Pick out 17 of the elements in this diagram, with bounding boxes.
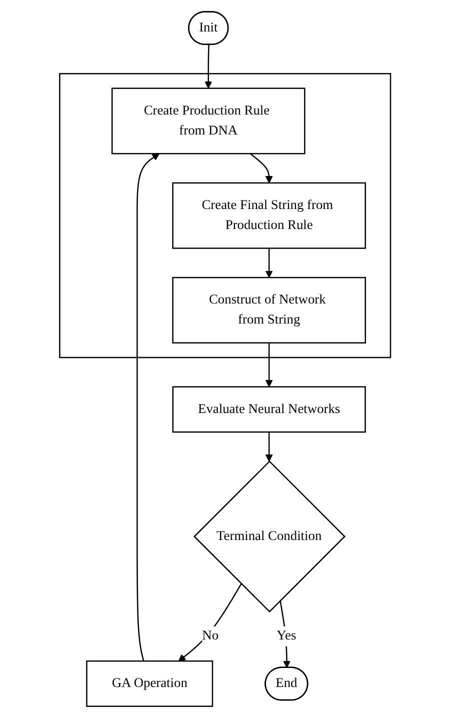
- edge-label: No: [202, 628, 218, 644]
- arrow: [265, 342, 273, 388]
- edge-label: Yes: [276, 628, 296, 644]
- arrow: [250, 153, 273, 184]
- cluster: [58, 73, 392, 358]
- node-box: Create Final String from Production Rule: [172, 182, 366, 249]
- node-diamond: Terminal Condition: [193, 460, 346, 613]
- node-box: Create Production Rule from DNA: [111, 88, 306, 154]
- node-box: Construct of Network from String: [172, 276, 366, 344]
- arrow: [178, 584, 242, 662]
- arrow: [136, 153, 160, 662]
- node-box: Evaluate Neural Networks: [172, 386, 366, 433]
- arrow: [265, 248, 273, 278]
- arrow: [204, 44, 212, 89]
- arrow: [265, 432, 273, 462]
- node-box: GA Operation: [86, 660, 214, 707]
- arrow: [279, 600, 290, 668]
